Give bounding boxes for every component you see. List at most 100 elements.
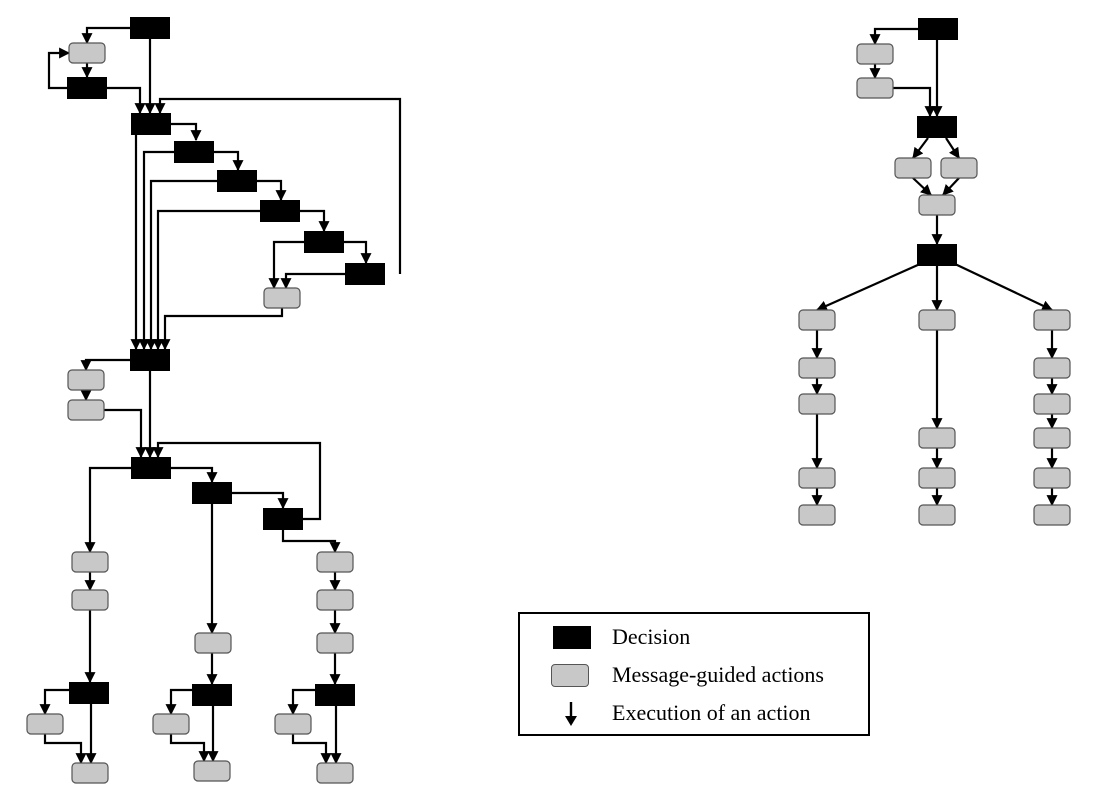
legend-execution-row: Execution of an action <box>520 696 868 730</box>
message-action-node <box>274 713 312 735</box>
flow-connector <box>281 530 341 554</box>
message-action-node <box>316 551 354 573</box>
decision-node <box>263 508 303 530</box>
flow-connector <box>287 688 315 716</box>
flow-connector <box>912 177 932 196</box>
message-action-node <box>71 551 109 573</box>
flow-connector <box>291 734 332 765</box>
message-action-node <box>918 427 956 449</box>
flow-connector <box>104 408 147 459</box>
flow-connector <box>257 179 287 202</box>
message-action-node <box>68 42 106 64</box>
flow-connector <box>300 209 330 233</box>
decision-node <box>130 349 170 371</box>
decision-node <box>315 684 355 706</box>
message-action-node <box>316 589 354 611</box>
message-action-node <box>798 309 836 331</box>
message-action-node <box>918 309 956 331</box>
flow-connector <box>39 688 69 716</box>
message-action-node <box>1033 467 1071 489</box>
message-action-node <box>263 287 301 309</box>
flow-connector <box>165 688 192 716</box>
flow-connector <box>912 137 929 159</box>
flow-connector <box>942 177 960 196</box>
flow-connector <box>171 122 202 142</box>
flow-connector <box>159 308 284 351</box>
execution-arrow-icon <box>565 702 577 726</box>
message-action-node <box>1033 427 1071 449</box>
flow-connector <box>893 86 936 118</box>
flow-connector <box>344 240 372 265</box>
flow-connector <box>43 734 87 765</box>
decision-node <box>260 200 300 222</box>
message-action-node <box>152 713 190 735</box>
flow-connector <box>945 137 960 159</box>
flow-connector <box>84 466 131 554</box>
message-action-node <box>940 157 978 179</box>
message-action-node <box>894 157 932 179</box>
message-action-node <box>798 357 836 379</box>
decision-node <box>174 141 214 163</box>
message-action-node <box>1033 393 1071 415</box>
flow-connector <box>869 27 918 46</box>
decision-node <box>131 113 171 135</box>
message-action-node <box>194 632 232 654</box>
message-action-node <box>856 77 894 99</box>
decision-node <box>917 116 957 138</box>
flow-connector <box>152 441 322 521</box>
decision-node <box>918 18 958 40</box>
decision-node <box>67 77 107 99</box>
message-action-node <box>918 467 956 489</box>
message-action-node <box>67 369 105 391</box>
decision-node <box>917 244 957 266</box>
decision-node <box>345 263 385 285</box>
flow-connector <box>80 358 130 372</box>
decision-node <box>192 482 232 504</box>
message-action-node <box>798 467 836 489</box>
message-swatch <box>551 664 589 687</box>
legend: Decision Message-guided actions Executio… <box>518 612 870 736</box>
flow-connector <box>171 466 218 484</box>
flow-connector <box>47 47 71 90</box>
message-action-node <box>67 399 105 421</box>
flow-connector <box>138 150 174 351</box>
legend-message-row: Message-guided actions <box>520 658 868 692</box>
decision-node <box>217 170 257 192</box>
decision-node <box>192 684 232 706</box>
message-action-node <box>71 589 109 611</box>
legend-execution-label: Execution of an action <box>612 700 811 725</box>
message-action-node <box>798 393 836 415</box>
message-action-node <box>1033 504 1071 526</box>
decision-node <box>130 17 170 39</box>
flow-connector <box>954 263 1053 311</box>
message-action-node <box>26 713 64 735</box>
flow-connector <box>214 150 244 172</box>
flow-connector <box>268 240 304 290</box>
message-action-node <box>1033 357 1071 379</box>
flow-connector <box>815 262 921 312</box>
flow-connector <box>81 26 130 45</box>
legend-decision-label: Decision <box>612 624 691 649</box>
decision-node <box>69 682 109 704</box>
message-action-node <box>316 762 354 784</box>
flow-connector <box>152 209 260 351</box>
decision-node <box>304 231 344 253</box>
decision-node <box>131 457 171 479</box>
message-action-node <box>918 194 956 216</box>
legend-decision-row: Decision <box>520 620 868 654</box>
message-action-node <box>856 43 894 65</box>
decision-swatch <box>553 626 591 649</box>
message-action-node <box>918 504 956 526</box>
flow-connector <box>280 272 345 290</box>
message-action-node <box>193 760 231 782</box>
flow-connector <box>145 179 217 351</box>
flow-connector <box>107 86 146 115</box>
legend-message-label: Message-guided actions <box>612 662 824 687</box>
message-action-node <box>798 504 836 526</box>
message-action-node <box>71 762 109 784</box>
flow-connector <box>154 97 402 274</box>
message-action-node <box>1033 309 1071 331</box>
flow-connector <box>232 491 289 510</box>
message-action-node <box>316 632 354 654</box>
